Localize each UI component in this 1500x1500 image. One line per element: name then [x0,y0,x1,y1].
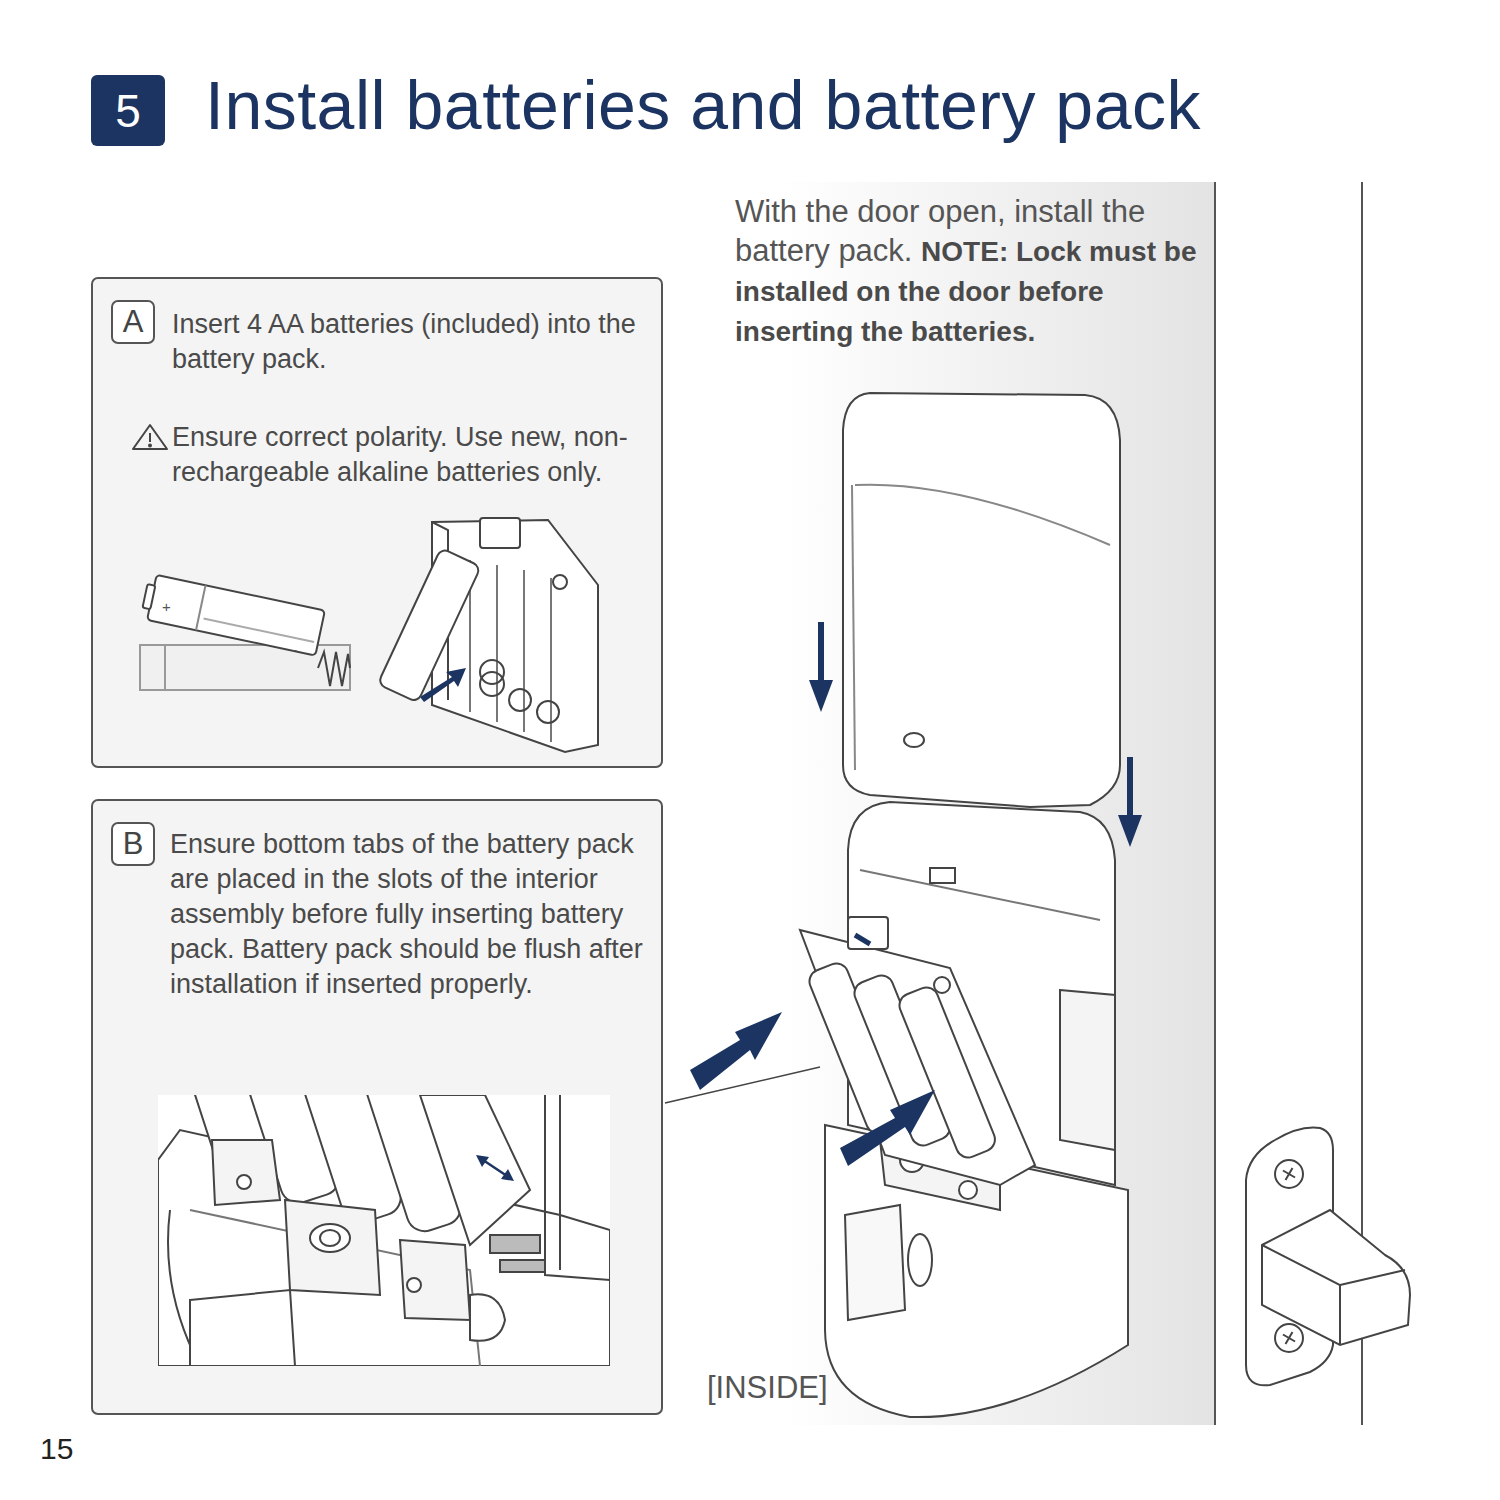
badge-label: B [123,826,144,862]
closeup-illustration-part [310,1224,350,1252]
closeup-illustration-part [490,1235,540,1253]
leader-line [665,1067,820,1103]
battery-holder-part [523,570,525,732]
polarity-mark: + [162,598,171,615]
closeup-illustration-part [545,1095,610,1280]
strike-plate-part [1262,1245,1340,1345]
instruction-text: Insert 4 AA batteries (included) into th… [172,307,652,377]
battery-holder-part [509,689,531,711]
battery-holder-part [480,672,504,696]
closeup-illustration-part [500,1260,545,1272]
closeup-illustration-part [212,1140,280,1205]
panel-ground [91,277,663,1415]
battery-holder-part [553,575,567,589]
step-badge: 5 [91,75,165,146]
battery-holder [378,518,598,752]
double-arrow-part [483,1160,507,1176]
interior-assembly-part [959,1181,977,1199]
badge-label: A [123,304,144,340]
battery-illustration [140,573,350,690]
strike-plate-part [1262,1210,1410,1345]
battery-pack-part [896,984,999,1161]
down-arrow-part [809,680,833,712]
closeup-illustration-part [190,1290,295,1366]
down-arrow-part [818,622,824,682]
battery-pack [800,917,1035,1185]
battery-pack-part [800,930,1035,1185]
instruction-panel: Insert 4 AA batteries (included) into th… [91,277,663,768]
closeup-illustration [158,1095,610,1366]
interior-assembly-part [845,1205,905,1320]
battery-cover-part [852,485,855,770]
insert-arrow-part [840,1090,935,1166]
warning-icon-part [133,425,167,449]
strike-plate-part [1279,1164,1298,1183]
closeup-illustration-part [320,1230,340,1246]
battery-illustration-part [140,573,325,655]
battery-holder-part-part [378,548,481,703]
battery-illustration-part-part [143,584,156,609]
instruction-text: Ensure correct polarity. Use new, non-re… [172,420,652,490]
double-arrow-part [476,1155,489,1167]
battery-illustration-part [318,652,350,686]
double-arrow-part [501,1169,514,1181]
strike-plate [1246,1128,1410,1386]
battery-holder-part [550,578,552,742]
closeup-illustration-part [470,1294,505,1341]
battery-holder-part [480,518,520,548]
down-arrow-part [1118,815,1142,847]
down-arrow-part [1127,757,1133,817]
interior-assembly-part [908,1234,932,1286]
substep-badge: A [111,300,155,344]
battery-holder-part [420,668,466,702]
door-face [700,182,1362,1425]
battery-holder-part [537,701,559,723]
panel-ground-part [91,277,663,768]
page-number: 15 [40,1432,73,1466]
closeup-illustration-part [285,1200,380,1295]
interior-assembly-part [1060,990,1115,1150]
warning-icon-part [149,445,151,447]
battery-illustration-part-part [204,619,315,642]
closeup-illustration-part [420,1095,530,1245]
warning-icon-part [149,433,151,442]
side-label: [INSIDE] [707,1370,828,1406]
battery-cover-part [904,733,924,747]
polarity-mark: - [292,641,297,658]
door-face-part [1214,182,1216,1425]
battery-pack-part [848,917,888,949]
double-arrow [476,1155,514,1181]
closeup-illustration-part [559,1095,561,1270]
battery-pack-part [934,977,950,993]
door-face-part [700,182,1215,1425]
closeup-illustration-part [237,1175,251,1189]
closeup-illustration-part [400,1240,470,1320]
strike-plate-part [1279,1328,1298,1347]
battery-holder-part [496,565,498,722]
strike-plate-part [1275,1324,1303,1352]
interior-assembly-part [860,870,1100,920]
closeup-illustration-part [407,1278,421,1292]
battery-cover [843,393,1120,807]
instruction-text: Ensure bottom tabs of the battery pack a… [170,827,652,1002]
panel-ground-part [91,799,663,1415]
battery-illustration-part [164,645,166,690]
battery-pack-part [855,935,870,944]
battery-cover-part [843,393,1120,807]
battery-illustration-part-part [147,575,325,656]
battery-illustration-part [140,645,350,690]
badge-label: 5 [115,84,141,138]
instruction-panel: Ensure bottom tabs of the battery pack a… [91,799,663,1415]
battery-cover-part [855,485,1110,545]
strike-plate-part [1275,1160,1303,1188]
page-title: Install batteries and battery pack [205,66,1201,144]
battery-pack-part-part [896,984,999,1161]
battery-illustration-part-part [196,585,206,630]
interior-assembly-part [930,868,955,883]
intro-paragraph: With the door open, install the battery … [735,192,1213,351]
strike-plate-part [1340,1270,1405,1285]
battery-holder-part [378,548,481,703]
substep-badge: B [111,822,155,866]
warning-icon [133,425,167,449]
